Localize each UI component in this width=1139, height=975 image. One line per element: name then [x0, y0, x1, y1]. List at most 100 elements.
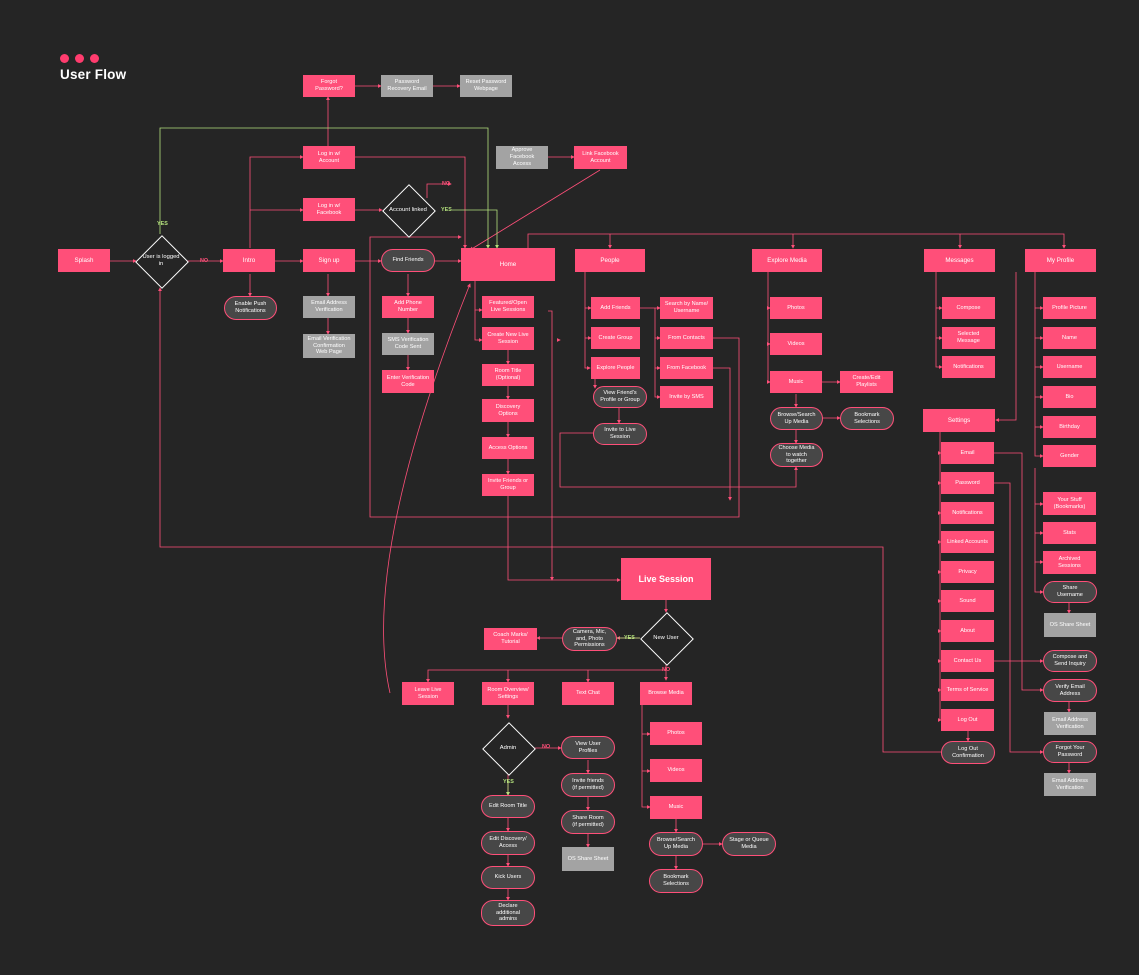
- node-invite-live-session: Invite to Live Session: [593, 423, 647, 445]
- decision-account-linked: Account linked: [382, 184, 436, 238]
- node-forgot-password: Forgot Password?: [303, 75, 355, 97]
- window-dots: [60, 54, 99, 63]
- label-yes: YES: [624, 635, 635, 641]
- label-no: NO: [662, 667, 671, 673]
- node-choose-media: Choose Media to watch together: [770, 443, 823, 467]
- node-create-group: Create Group: [591, 327, 640, 349]
- node-stage-queue: Stage or Queue Media: [722, 832, 776, 856]
- node-home: Home: [461, 248, 555, 281]
- node-enable-push: Enable Push Notifications: [224, 296, 277, 320]
- node-view-user-profiles: View User Profiles: [561, 736, 615, 759]
- node-email-addr-verif-1: Email Address Verification: [1044, 712, 1096, 735]
- node-os-share-sheet: OS Share Sheet: [1044, 613, 1096, 637]
- dot-icon: [90, 54, 99, 63]
- node-explore-media: Explore Media: [752, 249, 822, 272]
- node-view-profile-group: View Friend's Profile or Group: [593, 386, 647, 408]
- dot-icon: [60, 54, 69, 63]
- decision-user-logged-in: User is logged in: [135, 235, 189, 289]
- decision-label: User is logged in: [142, 254, 180, 267]
- node-edit-discovery: Edit Discovery/ Access: [481, 831, 535, 855]
- decision-label: New User: [653, 634, 679, 641]
- node-settings: Settings: [923, 409, 995, 432]
- node-find-friends: Find Friends: [381, 249, 435, 272]
- label-no: NO: [442, 181, 451, 187]
- node-camera-perms: Camera, Mic, and, Photo Permissions: [562, 627, 617, 651]
- node-s-contact: Contact Us: [941, 650, 994, 672]
- node-email-addr-verif-2: Email Address Verification: [1044, 773, 1096, 796]
- node-login-account: Log in w/ Account: [303, 146, 355, 169]
- node-people: People: [575, 249, 645, 272]
- decision-admin: Admin: [482, 722, 536, 776]
- node-explore-people: Explore People: [591, 357, 640, 379]
- node-msg-notifications: Notifications: [942, 356, 995, 378]
- node-add-friends: Add Friends: [591, 297, 640, 319]
- node-search-name: Search by Name/ Username: [660, 297, 713, 319]
- node-compose: Compose: [942, 297, 995, 319]
- node-s-privacy: Privacy: [941, 561, 994, 583]
- node-name: Name: [1043, 327, 1096, 349]
- node-s-email: Email: [941, 442, 994, 464]
- node-approve-facebook: Approve Facebook Access: [496, 146, 548, 169]
- node-ls-bookmark: Bookmark Selections: [649, 869, 703, 893]
- node-declare-admins: Declare additional admins: [481, 900, 535, 926]
- node-music: Music: [770, 371, 822, 393]
- node-sms-sent: SMS Verification Code Sent: [382, 333, 434, 355]
- decision-label: Account linked: [389, 206, 427, 213]
- node-room-overview: Room Overview/ Settings: [482, 682, 534, 705]
- node-featured-live: Featured/Open Live Sessions: [482, 296, 534, 318]
- node-username: Username: [1043, 356, 1096, 378]
- label-yes: YES: [503, 779, 514, 785]
- node-my-profile: My Profile: [1025, 249, 1096, 272]
- node-enter-code: Enter Verification Code: [382, 370, 434, 393]
- node-s-terms: Terms of Service: [941, 679, 994, 701]
- dot-icon: [75, 54, 84, 63]
- node-os-share-sheet-2: OS Share Sheet: [562, 847, 614, 871]
- node-from-contacts: From Contacts: [660, 327, 713, 349]
- decision-label: Admin: [499, 744, 517, 751]
- node-edit-room-title: Edit Room Title: [481, 795, 535, 818]
- node-kick-users: Kick Users: [481, 866, 535, 889]
- node-login-facebook: Log in w/ Facebook: [303, 198, 355, 221]
- node-email-verification: Email Address Verification: [303, 296, 355, 318]
- node-sign-up: Sign up: [303, 249, 355, 272]
- node-compose-inquiry: Compose and Send Inquiry: [1043, 650, 1097, 672]
- node-live-session: Live Session: [621, 558, 711, 600]
- node-create-live: Create New Live Session: [482, 327, 534, 350]
- node-share-room: Share Room (if permitted): [561, 810, 615, 834]
- node-text-chat: Text Chat: [562, 682, 614, 705]
- node-add-phone: Add Phone Number: [382, 296, 434, 318]
- node-access-options: Access Options: [482, 437, 534, 459]
- node-s-linked: Linked Accounts: [941, 531, 994, 553]
- node-bookmark-selections: Bookmark Selections: [840, 407, 894, 430]
- node-s-sound: Sound: [941, 590, 994, 612]
- node-browse-search-media: Browse/Search Up Media: [770, 407, 823, 430]
- node-create-playlists: Create/Edit Playlists: [840, 371, 893, 393]
- node-share-username: Share Username: [1043, 581, 1097, 603]
- decision-new-user: New User: [640, 612, 694, 666]
- node-s-logout: Log Out: [941, 709, 994, 731]
- node-ls-photos: Photos: [650, 722, 702, 745]
- node-selected-message: Selected Message: [942, 327, 995, 349]
- node-intro: Intro: [223, 249, 275, 272]
- label-yes: YES: [157, 221, 168, 227]
- node-archived: Archived Sessions: [1043, 551, 1096, 574]
- label-no: NO: [542, 744, 551, 750]
- node-gender: Gender: [1043, 445, 1096, 467]
- node-browse-media: Browse Media: [640, 682, 692, 705]
- node-videos: Videos: [770, 333, 822, 355]
- node-discovery-options: Discovery Options: [482, 399, 534, 422]
- node-password-recovery-email: Password Recovery Email: [381, 75, 433, 97]
- node-your-stuff: Your Stuff (Bookmarks): [1043, 492, 1096, 515]
- node-verify-email: Verify Email Address: [1043, 679, 1097, 702]
- node-s-about: About: [941, 620, 994, 642]
- page-title: User Flow: [60, 67, 127, 82]
- node-birthday: Birthday: [1043, 416, 1096, 438]
- node-photos: Photos: [770, 297, 822, 319]
- label-yes: YES: [441, 207, 452, 213]
- node-coach-marks: Coach Marks/ Tutorial: [484, 628, 537, 650]
- node-reset-password-webpage: Reset Password Webpage: [460, 75, 512, 97]
- node-splash: Splash: [58, 249, 110, 272]
- node-leave-live: Leave Live Session: [402, 682, 454, 705]
- node-link-facebook: Link Facebook Account: [574, 146, 627, 169]
